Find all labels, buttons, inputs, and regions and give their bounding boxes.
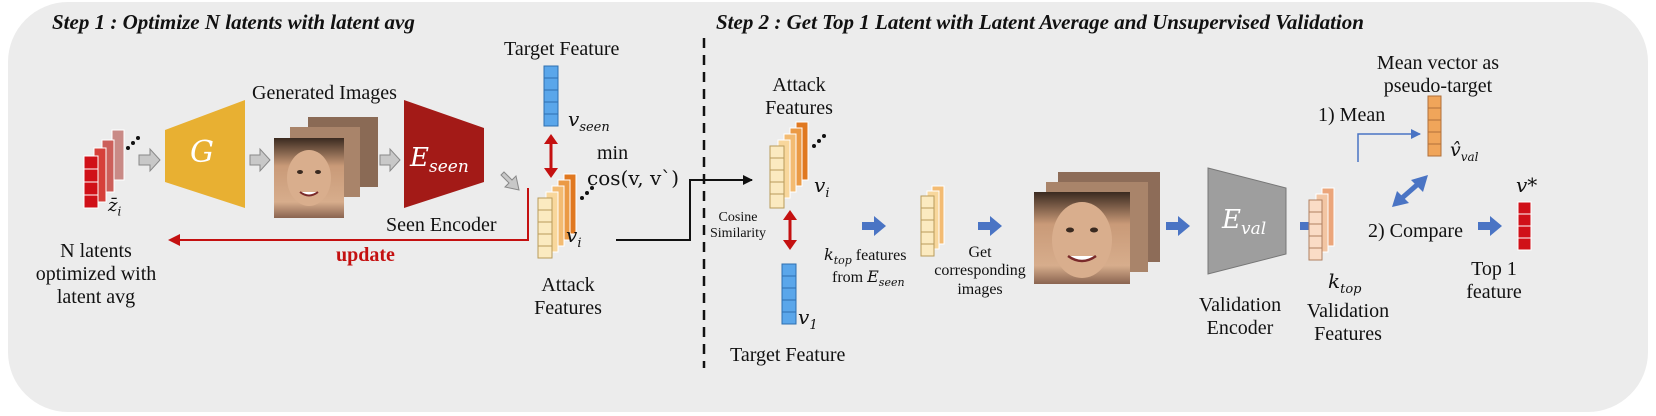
v1-label: v1	[798, 305, 818, 333]
v-i-label-2: vi	[814, 173, 830, 201]
attack-features-stack-2	[769, 121, 826, 209]
target-feature-vector	[543, 65, 559, 127]
generator-label: G	[190, 135, 214, 170]
corresponding-images-stack	[1034, 172, 1160, 284]
latent-vector-front	[83, 155, 99, 209]
ktop-features-stack	[920, 185, 945, 257]
validation-encoder-block	[1207, 167, 1287, 275]
cos-label: cos(v, v`)	[587, 166, 680, 190]
blue-arrow-3	[1166, 216, 1190, 236]
validation-features-stack	[1308, 187, 1335, 261]
latent-label: z̄i	[108, 195, 122, 219]
generator-block	[165, 100, 245, 208]
step1-title: Step 1 : Optimize N latents with latent …	[52, 10, 415, 34]
from-e-seen-label: from Eseen	[832, 267, 905, 290]
cos-double-arrow	[544, 134, 558, 178]
generated-images-label: Generated Images	[252, 82, 397, 104]
step2-title: Step 2 : Get Top 1 Latent with Latent Av…	[716, 10, 1364, 34]
mean-step-label: 1) Mean	[1318, 104, 1386, 126]
arrow-images-to-encoder	[379, 147, 401, 173]
update-label: update	[336, 244, 395, 266]
cosine-double-arrow	[783, 210, 797, 250]
arrow-latent-to-g	[138, 147, 161, 173]
v-seen-label: vseen	[568, 107, 610, 135]
step-connector	[616, 175, 753, 241]
update-arrow	[168, 188, 529, 246]
ktop-features-label: ktop features	[824, 245, 907, 268]
arrow-g-to-images	[249, 147, 271, 173]
blue-arrow-1	[862, 216, 886, 236]
mean-vector	[1427, 95, 1442, 157]
top1-vector	[1517, 201, 1532, 251]
vstar-label: v*	[1516, 173, 1538, 197]
seen-encoder-block	[404, 100, 484, 208]
target-feature-label: Target Feature	[504, 38, 620, 60]
compare-step-label: 2) Compare	[1368, 220, 1463, 242]
compare-double-arrow	[1392, 175, 1428, 207]
generated-images-stack	[274, 117, 378, 218]
seen-encoder-label: Seen Encoder	[386, 214, 497, 236]
blue-arrow-2	[978, 216, 1002, 236]
mean-arrow	[1357, 129, 1421, 162]
vhat-val-label: v̂val	[1450, 139, 1479, 164]
target-feature-vector-2	[781, 263, 797, 325]
val-encoder-symbol: Eval	[1222, 205, 1267, 240]
v-i-label: vi	[566, 223, 582, 251]
blue-arrow-5	[1478, 216, 1502, 236]
target-feature-label-2: Target Feature	[730, 344, 846, 366]
min-label: min	[597, 142, 629, 164]
seen-encoder-symbol: Eseen	[410, 143, 469, 178]
attack-features-stack	[537, 173, 594, 259]
ktop-validation-label: ktop	[1328, 269, 1362, 297]
arrow-encoder-to-features	[500, 171, 520, 191]
latent-stack	[83, 129, 140, 209]
